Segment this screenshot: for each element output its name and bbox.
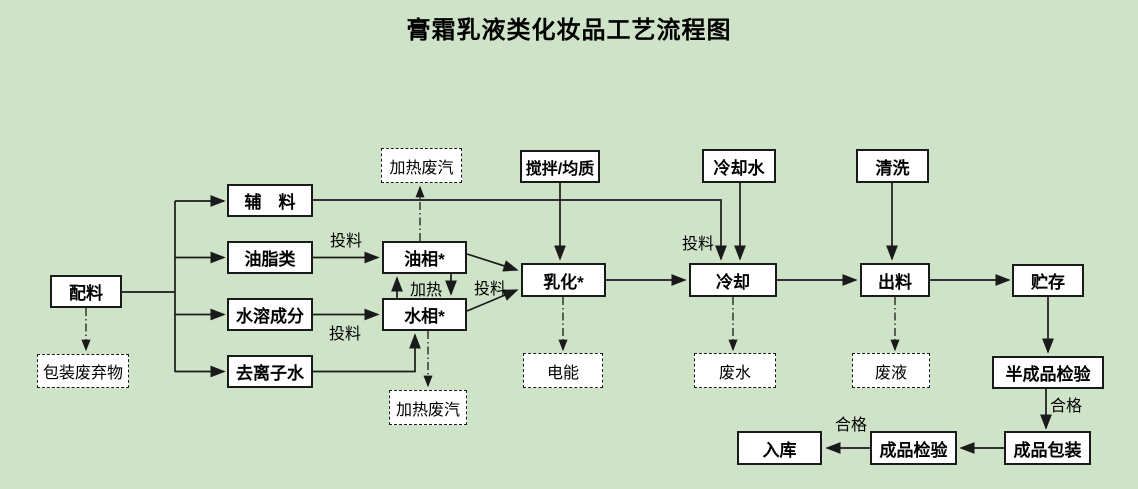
node-discharge: 出料: [860, 263, 930, 297]
node-stir-homogenize: 搅拌/均质: [520, 150, 600, 183]
node-storage: 贮存: [1012, 264, 1084, 297]
waste-wastewater: 废水: [694, 353, 776, 388]
label-qualified-semi: 合格: [1050, 398, 1083, 415]
label-feed-water-soluble: 投料: [329, 326, 362, 343]
node-auxiliary-materials: 辅 料: [227, 184, 313, 217]
node-cooling-water: 冷却水: [702, 149, 776, 183]
diagram-title: 膏霜乳液类化妆品工艺流程图: [406, 17, 732, 44]
node-cooling: 冷却: [689, 263, 777, 297]
node-washing: 清洗: [856, 149, 929, 183]
node-warehouse: 入库: [737, 431, 822, 465]
node-deionized-water: 去离子水: [227, 355, 313, 388]
label-feed-cooling: 投料: [682, 236, 715, 253]
edge-auxiliary-to-cooling: [313, 199, 727, 261]
node-water-phase: 水相*: [382, 298, 467, 331]
node-batching: 配料: [50, 275, 122, 308]
edge-water-phase-to-emulsify: [466, 289, 519, 312]
edge-oil-phase-to-emulsify: [466, 253, 519, 272]
edge-batching-trunk: [122, 201, 176, 372]
waste-packaging-waste: 包装废弃物: [37, 354, 129, 388]
node-oil-phase: 油相*: [382, 241, 467, 274]
label-feed-oils: 投料: [330, 233, 363, 250]
waste-heating-exhaust-bottom: 加热废汽: [389, 390, 467, 425]
waste-heating-exhaust-top: 加热废汽: [381, 148, 462, 183]
node-finished-packaging: 成品包装: [1004, 431, 1091, 465]
label-heating: 加热: [410, 282, 443, 299]
node-semi-product-inspection: 半成品检验: [992, 356, 1104, 389]
node-water-soluble: 水溶成分: [227, 298, 313, 331]
node-emulsify: 乳化*: [521, 263, 606, 297]
label-qualified-final: 合格: [835, 417, 868, 434]
node-finished-inspection: 成品检验: [870, 431, 957, 465]
node-oils: 油脂类: [227, 241, 313, 274]
waste-waste-liquid: 废液: [852, 353, 930, 388]
label-feed-emulsify: 投料: [474, 281, 507, 298]
edge-deionized-to-water-phase: [313, 333, 421, 373]
waste-electric-energy: 电能: [523, 353, 603, 388]
